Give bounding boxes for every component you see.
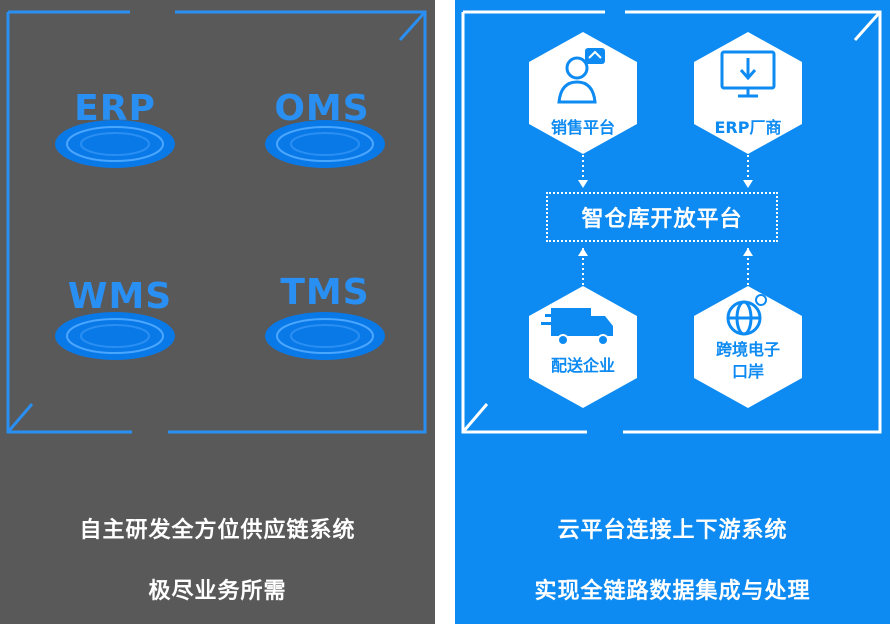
globe-icon	[726, 294, 767, 336]
node-delivery: 配送企业	[527, 284, 639, 410]
right-panel: 销售平台 ERP厂商 智仓库开放平台	[455, 0, 890, 624]
salesperson-icon	[557, 48, 605, 104]
oms-disc	[265, 120, 385, 168]
node-sales-platform: 销售平台	[527, 30, 639, 156]
system-label-erp: ERP	[74, 88, 156, 129]
truck-icon	[541, 308, 613, 346]
right-frame	[461, 10, 882, 434]
right-caption-line2: 实现全链路数据集成与处理	[534, 579, 811, 604]
tms-disc	[265, 312, 385, 360]
hub-open-platform: 智仓库开放平台	[546, 192, 778, 242]
left-frame	[6, 10, 427, 434]
wms-disc	[55, 312, 175, 360]
left-caption-line2: 极尽业务所需	[148, 579, 287, 604]
system-label-wms: WMS	[67, 276, 173, 317]
erp-disc	[55, 120, 175, 168]
left-caption-line1: 自主研发全方位供应链系统	[79, 518, 356, 543]
node-crossborder-port: 跨境电子 口岸	[692, 284, 804, 410]
left-panel: ERP OMS WMS TMS 自主研发全方位供应链系统 极尽业务所需	[0, 0, 435, 624]
system-label-tms: TMS	[280, 272, 370, 313]
node-erp-vendor: ERP厂商	[692, 30, 804, 156]
right-caption-line1: 云平台连接上下游系统	[557, 518, 788, 543]
system-label-oms: OMS	[274, 88, 370, 129]
monitor-download-icon	[720, 50, 776, 98]
